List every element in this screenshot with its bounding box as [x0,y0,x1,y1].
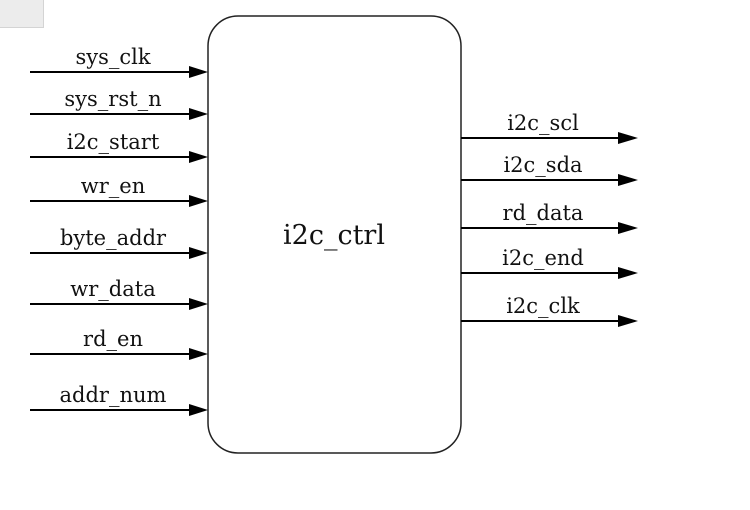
output-i2c-sda: i2c_sda [461,153,638,186]
input-label: byte_addr [60,226,167,250]
arrow-right-icon [189,151,208,163]
arrow-right-icon [189,348,208,360]
input-label: addr_num [60,383,167,407]
arrow-right-icon [618,315,638,327]
input-sys-rst-n: sys_rst_n [30,87,208,120]
input-label: sys_clk [75,45,150,69]
module-box [207,15,462,454]
input-label: i2c_start [67,130,160,154]
input-label: rd_en [83,327,143,351]
input-wr-data: wr_data [30,277,208,310]
module-name: i2c_ctrl [283,220,385,251]
arrow-right-icon [189,247,208,259]
output-rd-data: rd_data [461,201,638,234]
corner-panel [0,0,44,28]
arrow-right-icon [618,174,638,186]
input-i2c-start: i2c_start [30,130,208,163]
arrow-right-icon [189,108,208,120]
input-label: wr_en [81,174,145,198]
output-label: i2c_end [502,246,584,270]
output-label: i2c_sda [503,153,582,177]
arrow-right-icon [189,404,208,416]
output-label: i2c_scl [507,111,579,135]
output-ports: i2c_scl i2c_sda rd_data i2c_end i2c_clk [461,111,638,327]
arrow-right-icon [189,298,208,310]
input-label: wr_data [70,277,155,301]
arrow-right-icon [189,195,208,207]
output-label: i2c_clk [506,294,580,318]
input-ports: sys_clk sys_rst_n i2c_start wr_en byte_addrw… [30,45,208,416]
input-wr-en: wr_en [30,174,208,207]
input-rd-en: rd_en [30,327,208,360]
output-i2c-scl: i2c_scl [461,111,638,144]
input-byte-addr: byte_addr [30,226,208,259]
input-addr-num: addr_num [30,383,208,416]
arrow-right-icon [618,267,638,279]
arrow-right-icon [618,132,638,144]
output-i2c-clk: i2c_clk [461,294,638,327]
arrow-right-icon [189,66,208,78]
output-label: rd_data [503,201,584,225]
input-sys-clk: sys_clk [30,45,208,78]
input-label: sys_rst_n [64,87,161,111]
output-i2c-end: i2c_end [461,246,638,279]
arrow-right-icon [618,222,638,234]
